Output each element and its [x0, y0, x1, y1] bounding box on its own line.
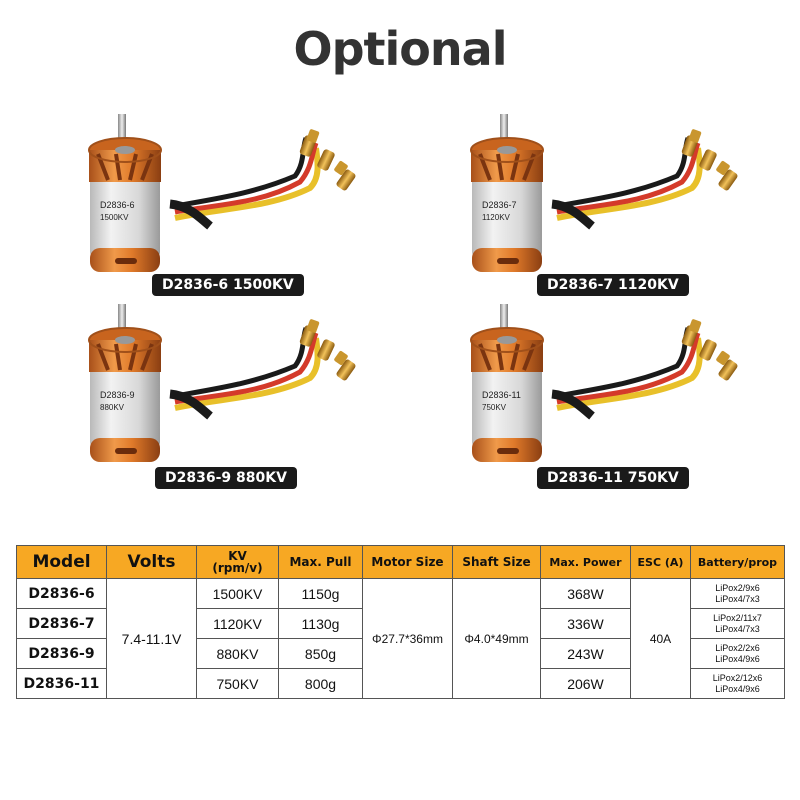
cell-battery-prop: LiPox2/9x6 LiPox4/7x3 [690, 578, 785, 609]
cell-battery-prop: LiPox2/11x7 LiPox4/7x3 [690, 608, 785, 639]
cell-kv: 1500KV [196, 578, 279, 609]
cell-pull: 1150g [278, 578, 363, 609]
cell-power: 243W [540, 638, 631, 669]
cell-pull: 850g [278, 638, 363, 669]
battery-prop-line: LiPox2/9x6 [715, 582, 760, 593]
cell-power: 206W [540, 668, 631, 699]
battery-prop-line: LiPox4/7x3 [715, 623, 760, 634]
motor-label-d2836-11: D2836-11 750KV [537, 467, 689, 489]
motor-can-model-text: D2836-6 [100, 200, 135, 210]
motor-label-d2836-7: D2836-7 1120KV [537, 274, 689, 296]
cell-shaft-size: Φ4.0*49mm [452, 578, 541, 699]
battery-prop-line: LiPox2/2x6 [715, 642, 760, 653]
cell-kv: 1120KV [196, 608, 279, 639]
header-max-pull: Max. Pull [278, 545, 363, 579]
motor-can-kv-text: 1120KV [482, 213, 511, 222]
table-header-row: Model Volts KV (rpm/v) Max. Pull Motor S… [16, 545, 785, 579]
header-kv: KV (rpm/v) [196, 545, 279, 579]
cell-volts: 7.4-11.1V [106, 578, 197, 699]
header-esc: ESC (A) [630, 545, 691, 579]
motor-can-model-text: D2836-7 [482, 200, 517, 210]
cell-model: D2836-7 [16, 608, 107, 639]
table-row: D2836-11 750KV 800g 206W LiPox2/12x6 LiP… [16, 668, 785, 699]
cell-kv: 880KV [196, 638, 279, 669]
header-battery-prop: Battery/prop [690, 545, 785, 579]
motor-image-d2836-11: D2836-11 750KV [462, 298, 762, 488]
motor-image-d2836-9: D2836-9 880KV [80, 298, 380, 488]
motor-label-d2836-9: D2836-9 880KV [155, 467, 297, 489]
spec-table: Model Volts KV (rpm/v) Max. Pull Motor S… [16, 545, 785, 699]
cell-pull: 1130g [278, 608, 363, 639]
cell-power: 368W [540, 578, 631, 609]
cell-model: D2836-9 [16, 638, 107, 669]
battery-prop-line: LiPox2/12x6 [712, 672, 763, 683]
motor-can-model-text: D2836-9 [100, 390, 135, 400]
header-model: Model [16, 545, 107, 579]
header-kv-top: KV [228, 549, 247, 563]
page-title: Optional [293, 22, 508, 76]
battery-prop-line: LiPox2/11x7 [713, 612, 762, 623]
motor-label-d2836-6: D2836-6 1500KV [152, 274, 304, 296]
cell-kv: 750KV [196, 668, 279, 699]
motor-image-d2836-7: D2836-7 1120KV [462, 108, 762, 298]
battery-prop-line: LiPox4/9x6 [715, 653, 760, 664]
motor-can-kv-text: 750KV [482, 403, 507, 412]
cell-motor-size: Φ27.7*36mm [362, 578, 453, 699]
motor-can-kv-text: 1500KV [100, 213, 129, 222]
header-shaft-size: Shaft Size [452, 545, 541, 579]
cell-model: D2836-11 [16, 668, 107, 699]
cell-battery-prop: LiPox2/12x6 LiPox4/9x6 [690, 668, 785, 699]
battery-prop-line: LiPox4/7x3 [715, 593, 760, 604]
cell-model: D2836-6 [16, 578, 107, 609]
motor-can-kv-text: 880KV [100, 403, 125, 412]
header-kv-bottom: (rpm/v) [212, 561, 263, 575]
header-motor-size: Motor Size [362, 545, 453, 579]
header-volts: Volts [106, 545, 197, 579]
table-row: D2836-6 7.4-11.1V 1500KV 1150g Φ27.7*36m… [16, 578, 785, 699]
table-row: D2836-9 880KV 850g 243W LiPox2/2x6 LiPox… [16, 638, 785, 669]
header-max-power: Max. Power [540, 545, 631, 579]
motor-can-model-text: D2836-11 [482, 390, 521, 400]
battery-prop-line: LiPox4/9x6 [715, 683, 760, 694]
motor-image-d2836-6: D2836-6 1500KV [80, 108, 380, 298]
cell-pull: 800g [278, 668, 363, 699]
cell-esc: 40A [630, 578, 691, 699]
cell-power: 336W [540, 608, 631, 639]
table-row: D2836-7 1120KV 1130g 336W LiPox2/11x7 Li… [16, 608, 785, 639]
cell-battery-prop: LiPox2/2x6 LiPox4/9x6 [690, 638, 785, 669]
